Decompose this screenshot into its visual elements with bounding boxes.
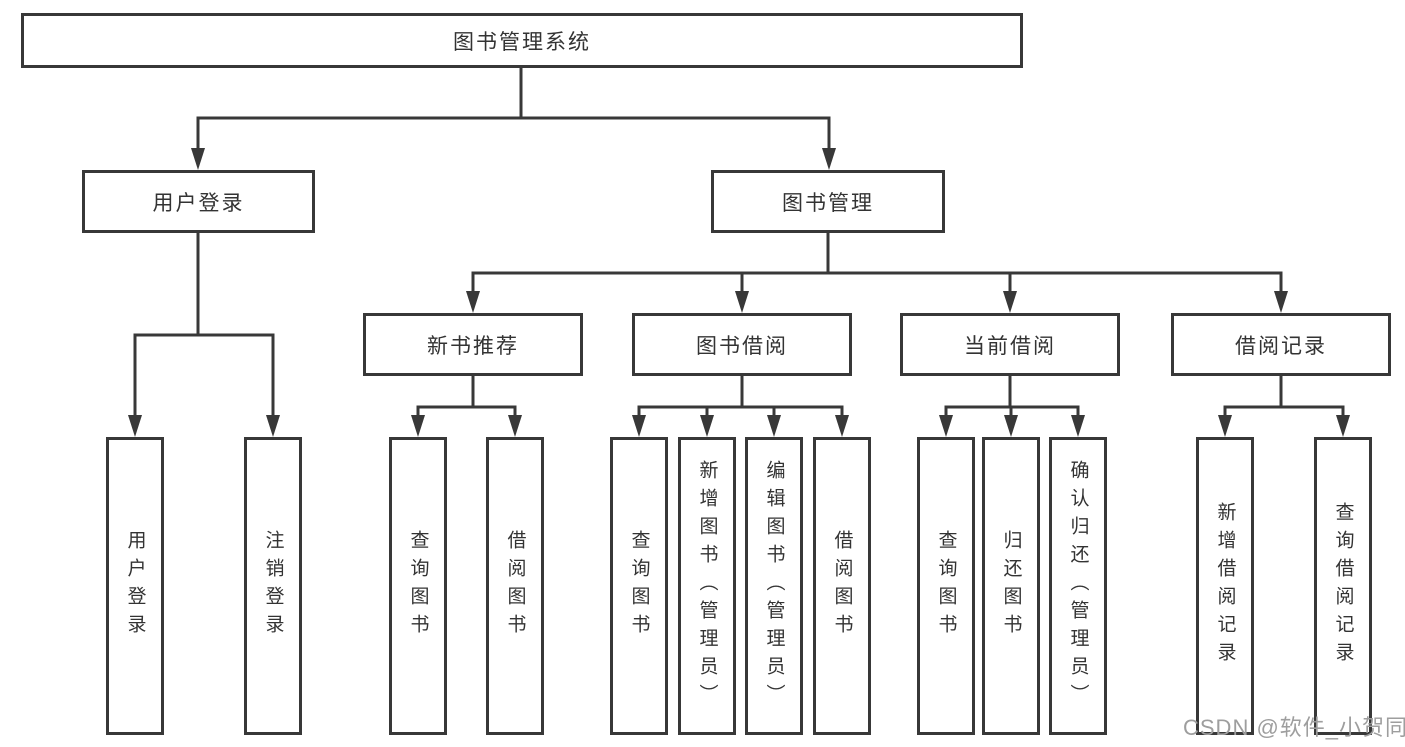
leaf-cb-query-book: 查询图书 bbox=[917, 437, 975, 735]
node-book-borrow: 图书借阅 bbox=[632, 313, 852, 376]
leaf-cb-query-book-label: 查询图书 bbox=[935, 530, 957, 642]
leaf-cb-confirm-return-admin: 确认归还（管理员） bbox=[1049, 437, 1107, 735]
node-user-login-label: 用户登录 bbox=[152, 191, 245, 215]
node-root: 图书管理系统 bbox=[21, 13, 1023, 68]
node-new-book-recommend-label: 新书推荐 bbox=[427, 334, 519, 358]
leaf-br-query-record: 查询借阅记录 bbox=[1314, 437, 1372, 735]
leaf-logout: 注销登录 bbox=[244, 437, 302, 735]
leaf-br-add-record-label: 新增借阅记录 bbox=[1214, 502, 1236, 670]
leaf-bb-add-book-admin: 新增图书（管理员） bbox=[678, 437, 736, 735]
connector-book-management-children bbox=[466, 233, 1288, 313]
connector-new-book-recommend-children bbox=[411, 376, 522, 437]
leaf-bb-query-book-label: 查询图书 bbox=[628, 530, 650, 642]
node-book-borrow-label: 图书借阅 bbox=[696, 334, 788, 358]
node-borrow-records-label: 借阅记录 bbox=[1235, 334, 1327, 358]
leaf-logout-label: 注销登录 bbox=[262, 530, 284, 642]
node-current-borrow: 当前借阅 bbox=[900, 313, 1120, 376]
leaf-nbr-borrow-book: 借阅图书 bbox=[486, 437, 544, 735]
leaf-cb-return-book-label: 归还图书 bbox=[1000, 530, 1022, 642]
leaf-user-login: 用户登录 bbox=[106, 437, 164, 735]
node-user-login: 用户登录 bbox=[82, 170, 315, 233]
leaf-nbr-query-book: 查询图书 bbox=[389, 437, 447, 735]
node-root-label: 图书管理系统 bbox=[453, 30, 591, 54]
leaf-br-query-record-label: 查询借阅记录 bbox=[1332, 502, 1354, 670]
leaf-bb-edit-book-admin-label: 编辑图书（管理员） bbox=[763, 460, 785, 712]
leaf-nbr-borrow-book-label: 借阅图书 bbox=[504, 530, 526, 642]
leaf-bb-query-book: 查询图书 bbox=[610, 437, 668, 735]
connector-root-to-level2 bbox=[191, 68, 836, 170]
leaf-br-add-record: 新增借阅记录 bbox=[1196, 437, 1254, 735]
leaf-bb-borrow-book-label: 借阅图书 bbox=[831, 530, 853, 642]
leaf-cb-return-book: 归还图书 bbox=[982, 437, 1040, 735]
node-book-management: 图书管理 bbox=[711, 170, 945, 233]
connector-book-borrow-children bbox=[632, 376, 849, 437]
connector-borrow-records-children bbox=[1218, 376, 1350, 437]
leaf-bb-edit-book-admin: 编辑图书（管理员） bbox=[745, 437, 803, 735]
connector-current-borrow-children bbox=[939, 376, 1085, 437]
leaf-bb-add-book-admin-label: 新增图书（管理员） bbox=[696, 460, 718, 712]
leaf-nbr-query-book-label: 查询图书 bbox=[407, 530, 429, 642]
node-borrow-records: 借阅记录 bbox=[1171, 313, 1391, 376]
node-book-management-label: 图书管理 bbox=[782, 191, 874, 215]
leaf-bb-borrow-book: 借阅图书 bbox=[813, 437, 871, 735]
connector-user-login-children bbox=[128, 233, 280, 437]
leaf-cb-confirm-return-admin-label: 确认归还（管理员） bbox=[1067, 460, 1089, 712]
leaf-user-login-label: 用户登录 bbox=[124, 530, 146, 642]
csdn-watermark: CSDN @软件_小贺同学 bbox=[1183, 715, 1405, 740]
node-new-book-recommend: 新书推荐 bbox=[363, 313, 583, 376]
node-current-borrow-label: 当前借阅 bbox=[964, 334, 1056, 358]
